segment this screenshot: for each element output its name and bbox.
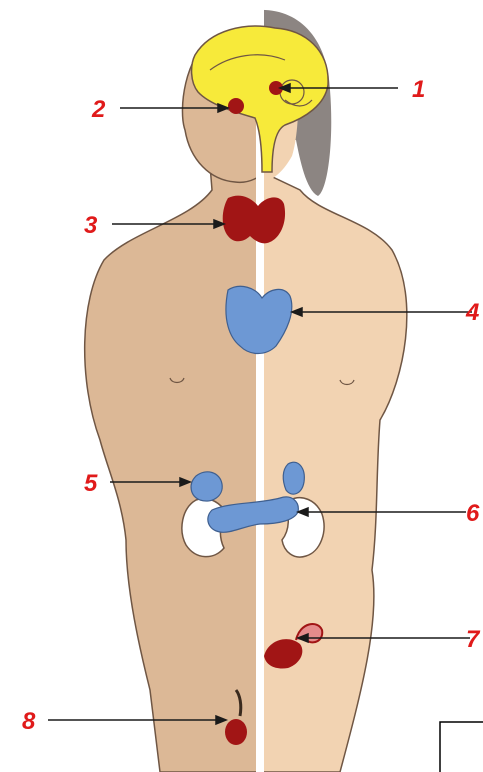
corner-box	[440, 722, 483, 772]
body-left-half	[85, 28, 265, 772]
pituitary-gland	[228, 98, 244, 114]
female-body	[258, 170, 407, 772]
adrenal-gland-left	[191, 472, 222, 501]
label-7: 7	[466, 626, 481, 653]
label-1: 1	[412, 76, 425, 103]
label-5: 5	[84, 470, 98, 497]
label-3: 3	[84, 212, 98, 239]
label-4: 4	[465, 299, 479, 326]
label-2: 2	[91, 96, 106, 123]
thyroid-gland	[223, 196, 285, 244]
label-8: 8	[22, 708, 36, 735]
label-6: 6	[466, 500, 480, 527]
adrenal-gland-right	[283, 462, 304, 494]
